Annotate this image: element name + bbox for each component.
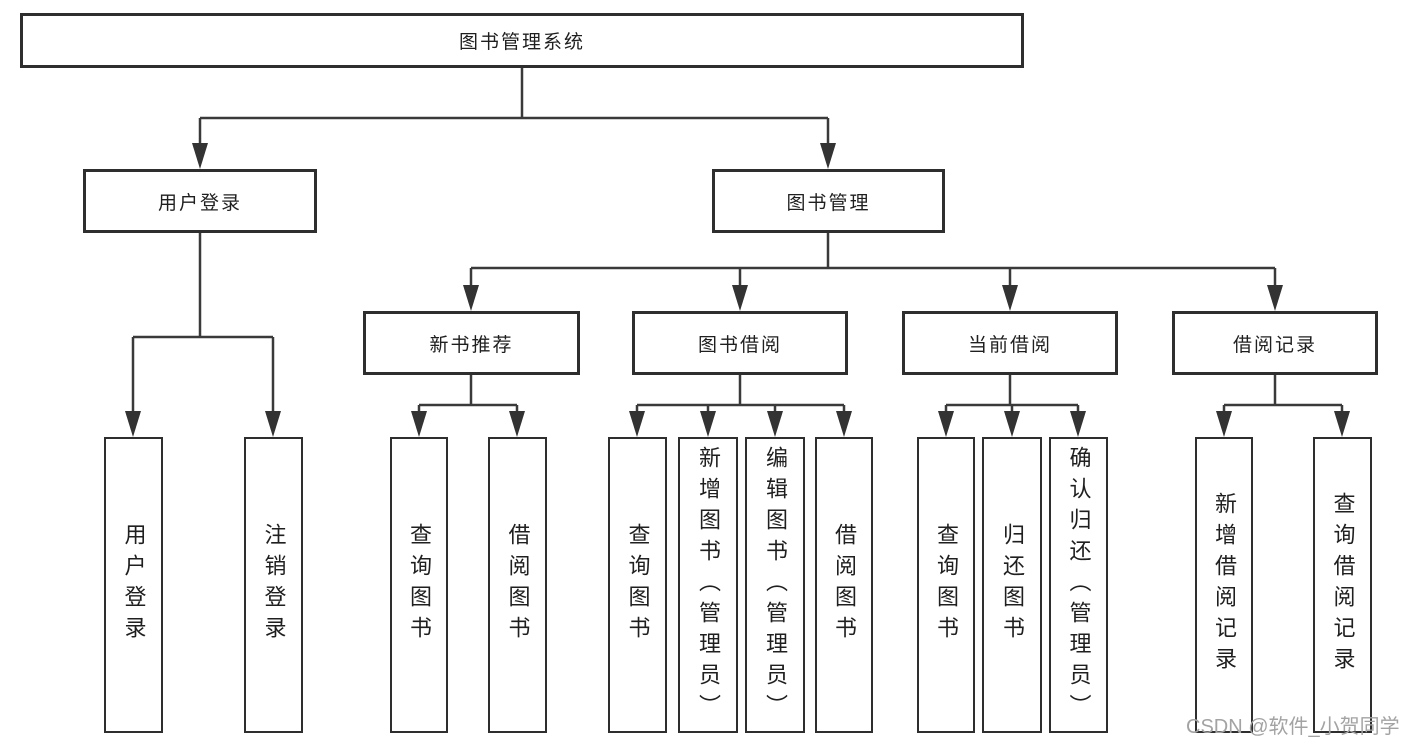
- leaf-borrow-books-recommend: 借阅图书: [488, 437, 547, 733]
- arrow-down-icon: [125, 411, 141, 437]
- leaf-label: 查询图书: [625, 523, 651, 647]
- arrow-down-icon: [1004, 411, 1020, 437]
- node-current-borrowing: 当前借阅: [902, 311, 1118, 375]
- arrowheads: [125, 143, 1350, 437]
- leaf-query-books-current: 查询图书: [917, 437, 975, 733]
- node-book-borrowing: 图书借阅: [632, 311, 848, 375]
- arrow-down-icon: [820, 143, 836, 169]
- node-label: 借阅记录: [1232, 334, 1317, 356]
- arrow-down-icon: [411, 411, 427, 437]
- leaf-label: 新增图书（管理员）: [696, 445, 721, 725]
- arrow-down-icon: [1267, 285, 1283, 311]
- leaf-label: 查询图书: [407, 523, 432, 647]
- tree-edges: [131, 68, 1344, 413]
- arrow-down-icon: [509, 411, 525, 437]
- csdn-watermark: CSDN @软件_小贺同学: [1186, 716, 1400, 738]
- leaf-query-books-borrowing: 查询图书: [608, 437, 667, 733]
- leaf-edit-books-admin: 编辑图书（管理员）: [745, 437, 805, 733]
- arrow-down-icon: [938, 411, 954, 437]
- arrow-down-icon: [1334, 411, 1350, 437]
- leaf-borrow-books: 借阅图书: [815, 437, 873, 733]
- leaf-logout: 注销登录: [244, 437, 303, 733]
- leaf-user-login: 用户登录: [104, 437, 163, 733]
- leaf-label: 借阅图书: [832, 523, 857, 647]
- leaf-label: 新增借阅记录: [1212, 492, 1237, 678]
- leaf-label: 用户登录: [121, 523, 147, 647]
- leaf-query-borrow-record: 查询借阅记录: [1313, 437, 1372, 733]
- node-label: 用户登录: [157, 192, 242, 214]
- leaf-label: 确认归还（管理员）: [1066, 445, 1092, 725]
- arrow-down-icon: [1070, 411, 1086, 437]
- arrow-down-icon: [1002, 285, 1018, 311]
- arrow-down-icon: [192, 143, 208, 169]
- leaf-label: 归还图书: [1000, 523, 1025, 647]
- leaf-confirm-return-admin: 确认归还（管理员）: [1049, 437, 1108, 733]
- leaf-label: 查询借阅记录: [1330, 492, 1356, 678]
- leaf-return-books: 归还图书: [982, 437, 1042, 733]
- node-borrowing-records: 借阅记录: [1172, 311, 1378, 375]
- leaf-query-books-recommend: 查询图书: [390, 437, 448, 733]
- leaf-label: 借阅图书: [505, 523, 531, 647]
- node-new-book-recommend: 新书推荐: [363, 311, 580, 375]
- node-root-system: 图书管理系统: [20, 13, 1024, 68]
- arrow-down-icon: [1216, 411, 1232, 437]
- arrow-down-icon: [265, 411, 281, 437]
- node-label: 新书推荐: [429, 334, 514, 356]
- arrow-down-icon: [836, 411, 852, 437]
- node-label: 图书管理系统: [458, 32, 585, 53]
- leaf-label: 查询图书: [934, 523, 959, 647]
- leaf-add-borrow-record: 新增借阅记录: [1195, 437, 1253, 733]
- arrow-down-icon: [629, 411, 645, 437]
- leaf-label: 注销登录: [261, 523, 287, 647]
- node-book-management: 图书管理: [712, 169, 945, 233]
- node-user-login-branch: 用户登录: [83, 169, 317, 233]
- node-label: 当前借阅: [967, 334, 1052, 356]
- arrow-down-icon: [700, 411, 716, 437]
- node-label: 图书借阅: [697, 334, 782, 356]
- node-label: 图书管理: [786, 192, 871, 214]
- leaf-label: 编辑图书（管理员）: [763, 445, 788, 725]
- arrow-down-icon: [767, 411, 783, 437]
- arrow-down-icon: [732, 285, 748, 311]
- leaf-add-books-admin: 新增图书（管理员）: [678, 437, 738, 733]
- arrow-down-icon: [463, 285, 479, 311]
